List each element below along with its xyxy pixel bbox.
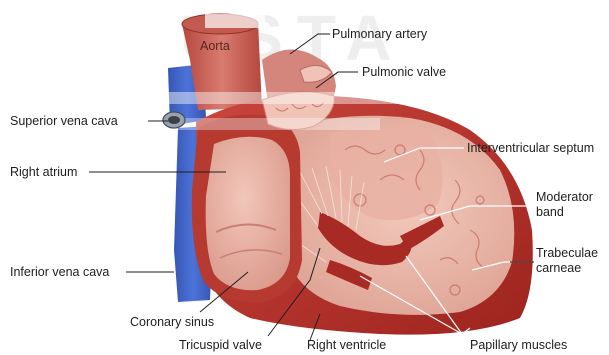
overlay-band-1 (150, 92, 560, 104)
label-pulmonary-artery: Pulmonary artery (332, 27, 428, 41)
overlay-band-3 (205, 14, 265, 28)
label-moderator-band-1: Moderator (536, 190, 593, 204)
label-aorta: Aorta (200, 39, 230, 53)
label-trabeculae-carneae-2: carneae (536, 261, 581, 275)
label-coronary-sinus: Coronary sinus (130, 315, 214, 329)
label-inferior-vena-cava: Inferior vena cava (10, 265, 109, 279)
label-right-ventricle: Right ventricle (307, 338, 386, 352)
label-trabeculae-carneae-1: Trabeculae (536, 246, 598, 260)
label-moderator-band-2: band (536, 205, 564, 219)
right-atrium-cavity (206, 137, 290, 290)
label-right-atrium: Right atrium (10, 165, 77, 179)
superior-vena-cava-lumen (168, 116, 180, 124)
label-tricuspid-valve: Tricuspid valve (179, 338, 262, 352)
label-pulmonic-valve: Pulmonic valve (362, 65, 446, 79)
label-interventricular-septum: Interventricular septum (467, 141, 594, 155)
label-papillary-muscles: Papillary muscles (470, 338, 567, 352)
label-superior-vena-cava: Superior vena cava (10, 114, 118, 128)
